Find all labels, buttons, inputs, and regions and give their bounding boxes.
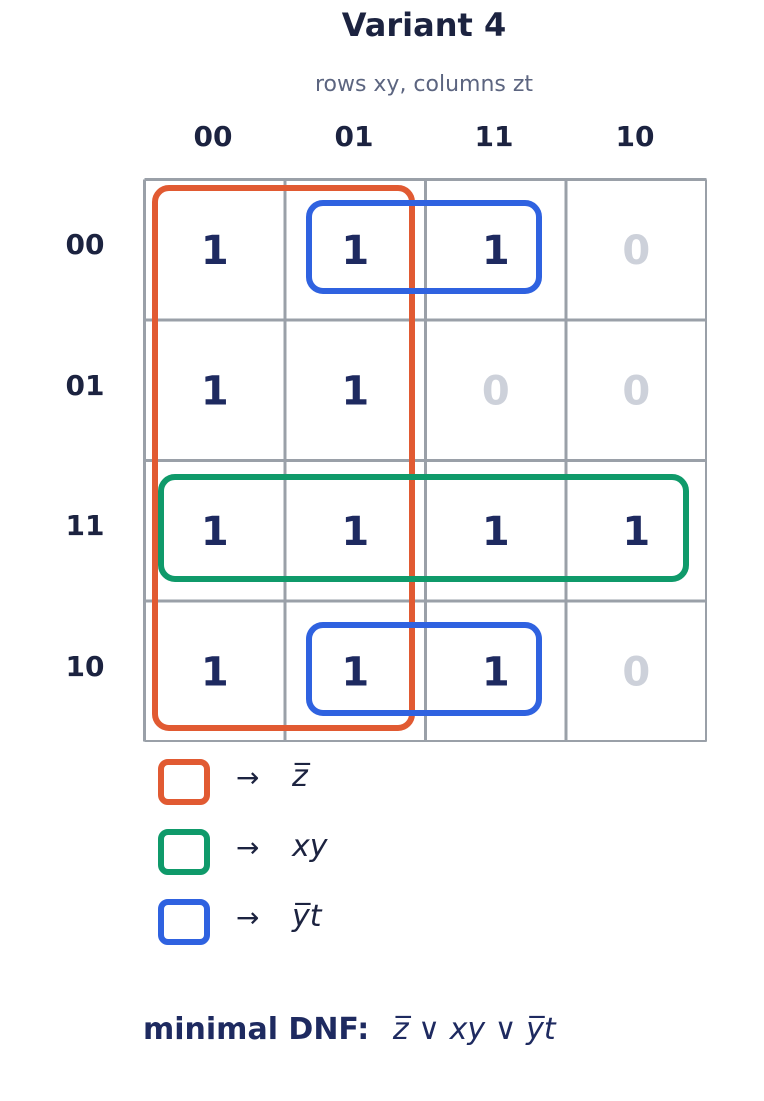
cell-value: 0 [622,228,650,274]
column-header-11: 11 [474,120,514,153]
minimal-dnf: minimal DNF: z̅ ∨ xy ∨ y̅t [143,1012,556,1047]
diagram-title: Variant 4 [341,6,507,44]
green-group-swatch [158,829,210,875]
cell-value: 1 [201,228,229,274]
orange-group-swatch [158,759,210,805]
column-header-10: 10 [615,120,655,153]
blue-group-swatch [158,899,210,945]
diagram-subtitle: rows xy, columns zt [314,72,534,97]
legend-arrow: → [236,901,260,934]
cell-value: 1 [201,368,229,414]
row-header-10: 10 [65,650,105,683]
karnaugh-map: 1 1 1 0 1 1 0 0 1 1 1 1 1 1 1 0 [143,178,707,742]
cell-value: 1 [341,649,369,695]
dnf-label: minimal DNF: [143,1012,370,1047]
group-outline-ybar-t-bottom [306,622,542,716]
cell-value: 1 [201,649,229,695]
cell-value: 1 [341,228,369,274]
group-outline-ybar-t-top [306,200,542,294]
legend-arrow: → [236,831,260,864]
group-outline-zbar [152,185,415,731]
legend-arrow: → [236,761,260,794]
legend-term-ybar-t: y̅t [292,899,322,934]
group-outline-xy [158,474,689,582]
cell-value: 0 [482,368,510,414]
cell-value: 1 [201,509,229,555]
row-header-00: 00 [65,228,105,261]
cell-value: 1 [482,228,510,274]
cell-value: 1 [482,509,510,555]
cell-value: 0 [622,649,650,695]
row-header-11: 11 [65,509,105,542]
column-header-00: 00 [193,120,233,153]
legend-term-xy: xy [292,829,328,864]
row-header-01: 01 [65,369,105,402]
column-header-01: 01 [334,120,374,153]
cell-value: 1 [482,649,510,695]
dnf-expression: z̅ ∨ xy ∨ y̅t [392,1012,556,1047]
cell-value: 0 [622,368,650,414]
cell-value: 1 [341,368,369,414]
cell-value: 1 [341,509,369,555]
cell-value: 1 [622,509,650,555]
legend-term-zbar: z̅ [292,759,308,794]
